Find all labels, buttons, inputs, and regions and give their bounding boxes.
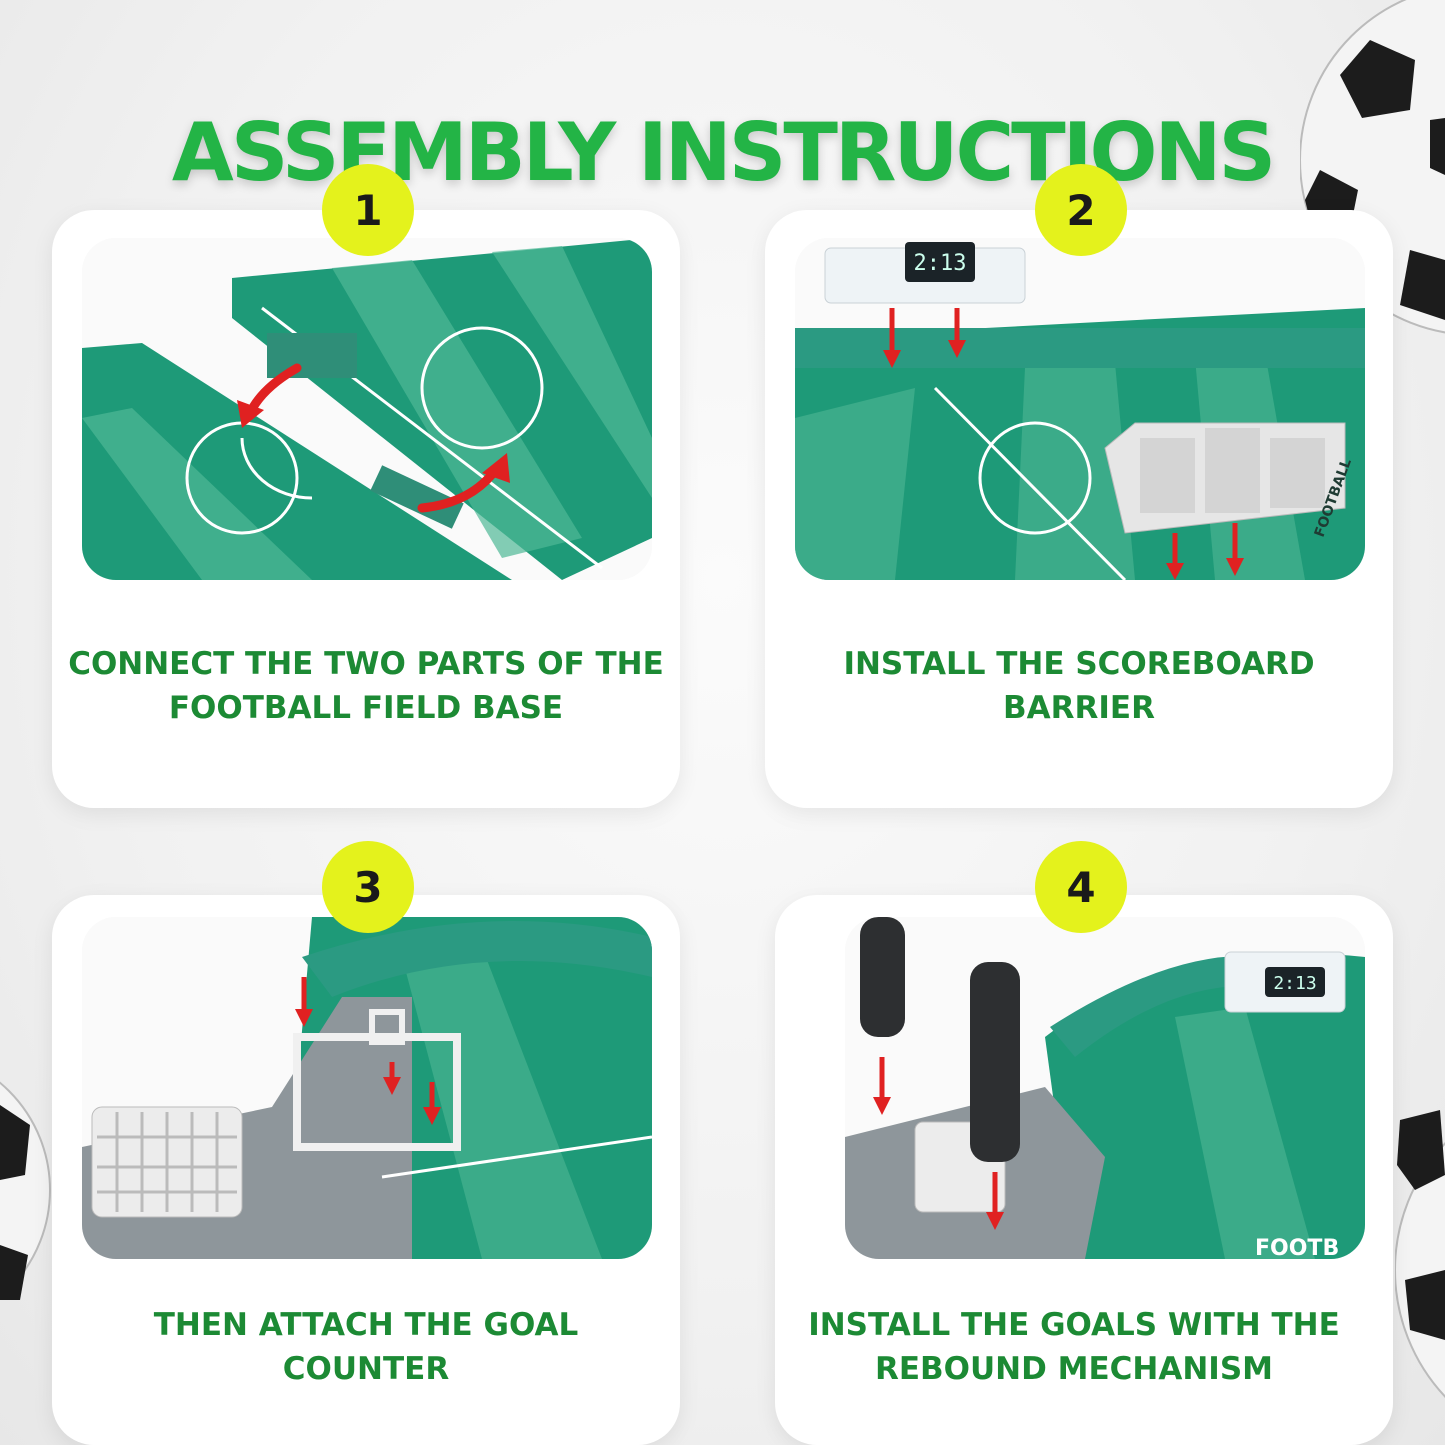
step-2-caption: INSTALL THE SCOREBOARD BARRIER bbox=[843, 646, 1315, 726]
scoreboard-readout: 2:13 bbox=[1273, 973, 1316, 994]
step-3-caption: THEN ATTACH THE GOAL COUNTER bbox=[153, 1307, 579, 1387]
step-1-caption: CONNECT THE TWO PARTS OF THE FOOTBALL FI… bbox=[68, 646, 664, 726]
brand-label: FOOTB bbox=[1255, 1236, 1339, 1259]
step-3-illustration bbox=[82, 917, 652, 1259]
step-4-caption: INSTALL THE GOALS WITH THE REBOUND MECHA… bbox=[808, 1307, 1340, 1387]
step-2-illustration: 2:13 FOOTBALL bbox=[795, 238, 1365, 580]
step-card-4: 2:13 FOOTB INSTALL THE GOALS WITH THE RE… bbox=[775, 895, 1393, 1445]
step-1-number-badge: 1 bbox=[322, 164, 414, 256]
step-card-1: CONNECT THE TWO PARTS OF THE FOOTBALL FI… bbox=[52, 210, 680, 808]
step-3-number-badge: 3 bbox=[322, 841, 414, 933]
scoreboard-readout: 2:13 bbox=[914, 251, 967, 276]
step-4-illustration: 2:13 FOOTB bbox=[845, 917, 1365, 1259]
step-4-number-badge: 4 bbox=[1035, 841, 1127, 933]
step-card-2: 2:13 FOOTBALL INSTALL THE SCOREBOARD BAR… bbox=[765, 210, 1393, 808]
soccer-ball-bottom-right bbox=[1395, 1110, 1445, 1398]
page-title: ASSEMBLY INSTRUCTIONS bbox=[171, 105, 1276, 199]
soccer-ball-left bbox=[0, 1081, 51, 1300]
step-card-3: THEN ATTACH THE GOAL COUNTER bbox=[52, 895, 680, 1445]
step-2-number-badge: 2 bbox=[1035, 164, 1127, 256]
step-1-illustration bbox=[82, 238, 652, 580]
